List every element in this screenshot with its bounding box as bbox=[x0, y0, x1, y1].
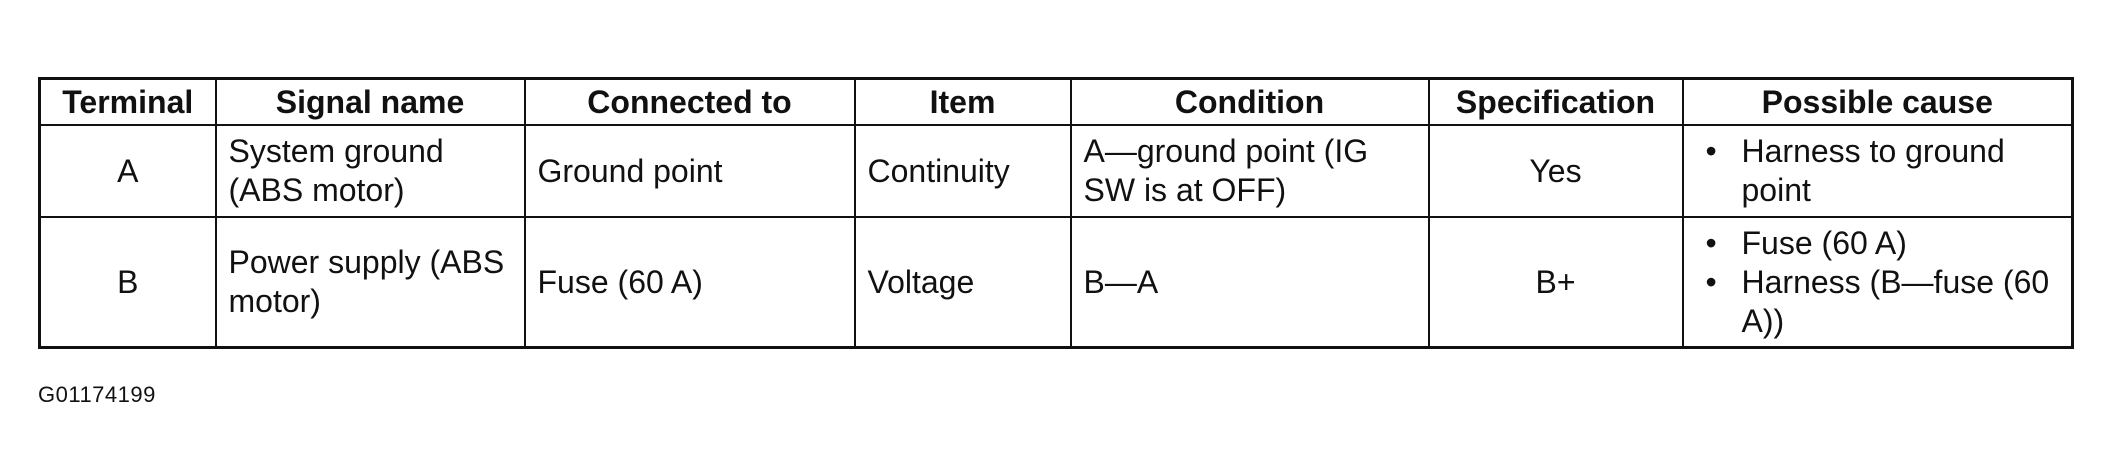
header-signal-name: Signal name bbox=[214, 77, 526, 126]
cell-signal-name: Power supply (ABS motor) bbox=[214, 216, 526, 349]
figure-id: G01174199 bbox=[38, 382, 156, 407]
cell-condition: B—A bbox=[1069, 216, 1430, 349]
list-item: • Fuse (60 A) bbox=[1696, 224, 2060, 263]
cell-signal-name: System ground (ABS motor) bbox=[214, 124, 526, 218]
list-item: • Harness (B—fuse (60 A)) bbox=[1696, 263, 2060, 341]
cell-possible-cause: • Fuse (60 A) • Harness (B—fuse (60 A)) bbox=[1681, 216, 2074, 349]
bullet-icon: • bbox=[1705, 224, 1717, 261]
header-connected-to: Connected to bbox=[523, 77, 856, 126]
cause-text: Harness to ground point bbox=[1741, 133, 2005, 208]
table-row: A System ground (ABS motor) Ground point… bbox=[38, 124, 2074, 218]
cell-connected-to: Ground point bbox=[523, 124, 856, 218]
header-item: Item bbox=[853, 77, 1072, 126]
table-header-row: Terminal Signal name Connected to Item C… bbox=[38, 77, 2074, 126]
header-specification: Specification bbox=[1427, 77, 1684, 126]
terminal-inspection-table: Terminal Signal name Connected to Item C… bbox=[38, 77, 2074, 349]
cell-possible-cause: • Harness to ground point bbox=[1681, 124, 2074, 218]
cell-terminal: B bbox=[38, 216, 217, 349]
cause-text: Harness (B—fuse (60 A)) bbox=[1741, 263, 2050, 339]
possible-cause-list: • Fuse (60 A) • Harness (B—fuse (60 A)) bbox=[1696, 224, 2060, 341]
header-condition: Condition bbox=[1069, 77, 1430, 126]
table-row: B Power supply (ABS motor) Fuse (60 A) V… bbox=[38, 216, 2074, 349]
cell-item: Continuity bbox=[853, 124, 1072, 218]
bullet-icon: • bbox=[1705, 133, 1717, 169]
cell-item: Voltage bbox=[853, 216, 1072, 349]
header-terminal: Terminal bbox=[38, 77, 217, 126]
cell-terminal: A bbox=[38, 124, 217, 218]
bullet-icon: • bbox=[1705, 263, 1717, 300]
cell-connected-to: Fuse (60 A) bbox=[523, 216, 856, 349]
list-item: • Harness to ground point bbox=[1696, 132, 2060, 210]
cell-specification: Yes bbox=[1427, 124, 1684, 218]
cell-condition: A—ground point (IG SW is at OFF) bbox=[1069, 124, 1430, 218]
cell-specification: B+ bbox=[1427, 216, 1684, 349]
possible-cause-list: • Harness to ground point bbox=[1696, 132, 2060, 210]
header-possible-cause: Possible cause bbox=[1681, 77, 2074, 126]
cause-text: Fuse (60 A) bbox=[1741, 224, 1907, 261]
